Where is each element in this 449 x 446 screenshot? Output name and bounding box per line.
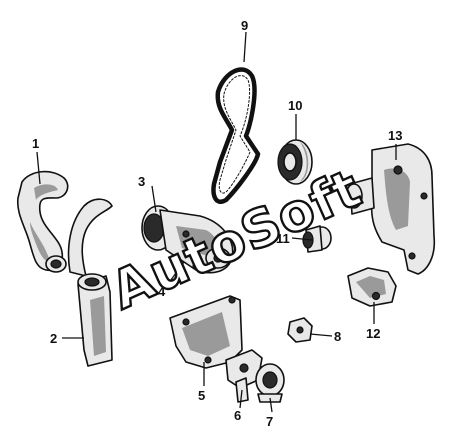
- callout-11: 11: [276, 231, 290, 246]
- callout-1: 1: [32, 136, 39, 151]
- callout-10: 10: [288, 98, 302, 113]
- callout-labels: 1 2 3 4 5 6 7 8 9 10 11 12 13: [32, 18, 402, 429]
- part-10-idler-pulley: [277, 139, 313, 185]
- callout-4: 4: [158, 284, 166, 299]
- callout-8: 8: [334, 329, 341, 344]
- part-8-clip: [287, 317, 313, 343]
- callout-3: 3: [138, 174, 145, 189]
- part-13-housing: [345, 143, 436, 275]
- part-5-mount-bracket: [169, 295, 243, 369]
- part-7-thermostat-cover: [255, 363, 285, 403]
- callout-12: 12: [366, 326, 380, 341]
- part-9-timing-belt: [211, 67, 261, 204]
- part-12-bracket: [347, 267, 397, 307]
- part-4-water-pump: [141, 205, 234, 274]
- callout-13: 13: [388, 128, 402, 143]
- part-11-pulley-bush: [302, 225, 332, 253]
- callout-6: 6: [234, 408, 241, 423]
- callout-9: 9: [241, 18, 248, 33]
- part-1-upper-hose: [16, 170, 69, 273]
- leader-lines: [36, 31, 397, 413]
- callout-2: 2: [50, 331, 57, 346]
- part-2-lower-hose: [67, 198, 113, 367]
- callout-5: 5: [198, 388, 205, 403]
- callout-7: 7: [266, 414, 273, 429]
